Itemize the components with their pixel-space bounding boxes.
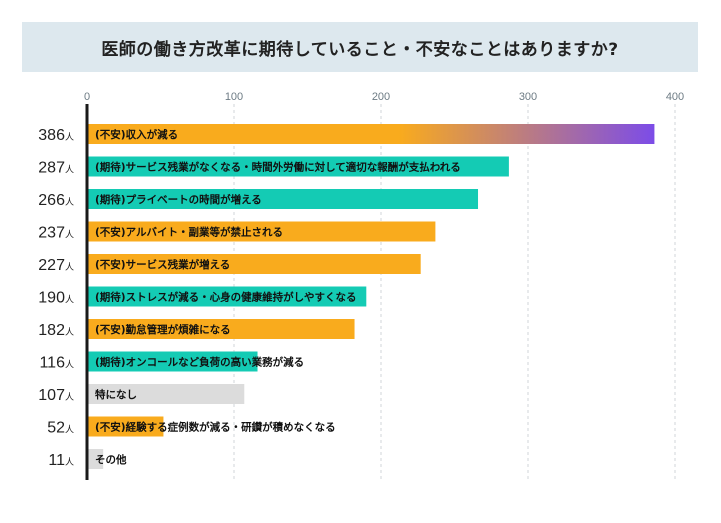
- bar-label: (期待)オンコールなど負荷の高い業務が減る: [95, 356, 304, 369]
- x-tick-label: 0: [84, 91, 90, 103]
- count-value: 52: [47, 420, 65, 437]
- count-label: 287人: [38, 160, 74, 177]
- count-value: 227: [38, 257, 65, 274]
- count-label: 182人: [38, 322, 74, 339]
- bar-label: (不安)アルバイト・副業等が禁止される: [95, 226, 283, 239]
- x-tick-label: 200: [372, 91, 390, 103]
- count-unit: 人: [65, 132, 74, 143]
- bar-label: (不安)経験する症例数が減る・研鑽が積めなくなる: [95, 421, 336, 434]
- count-label: 227人: [38, 257, 74, 274]
- count-value: 287: [38, 160, 65, 177]
- bar: [87, 416, 164, 437]
- bar-label: (期待)サービス残業がなくなる・時間外労働に対して適切な報酬が支払われる: [95, 161, 461, 174]
- bar-label: (不安)収入が減る: [95, 128, 178, 141]
- bar: [87, 449, 104, 469]
- count-label: 107人: [38, 387, 74, 404]
- count-value: 386: [38, 127, 65, 144]
- count-value: 107: [38, 387, 65, 404]
- x-tick-label: 400: [666, 91, 684, 103]
- bar: [87, 189, 479, 209]
- count-unit: 人: [65, 360, 74, 371]
- bar-label: (期待)ストレスが減る・心身の健康維持がしやすくなる: [95, 291, 357, 304]
- count-unit: 人: [65, 327, 74, 338]
- bar-label: (不安)サービス残業が増える: [95, 258, 230, 271]
- count-unit: 人: [65, 197, 74, 208]
- count-value: 237: [38, 225, 65, 242]
- count-label: 190人: [38, 290, 74, 307]
- count-value: 190: [38, 290, 65, 307]
- bar-label: (期待)プライベートの時間が増える: [95, 193, 262, 206]
- bar: [87, 124, 655, 144]
- count-unit: 人: [65, 392, 74, 403]
- bar: [87, 254, 421, 274]
- bar: [87, 221, 436, 242]
- bar: [87, 319, 355, 339]
- chart-title: 医師の働き方改革に期待していること・不安なことはありますか?: [101, 39, 619, 60]
- bar: [87, 384, 245, 404]
- count-label: 11人: [48, 452, 74, 469]
- count-label: 116人: [39, 355, 74, 372]
- count-label: 237人: [38, 225, 74, 242]
- count-label: 386人: [38, 127, 74, 144]
- count-unit: 人: [65, 165, 74, 176]
- count-unit: 人: [65, 262, 74, 273]
- count-value: 182: [38, 322, 65, 339]
- bar: [87, 351, 258, 372]
- count-label: 266人: [38, 192, 74, 209]
- bar-label: (不安)勤怠管理が煩雑になる: [95, 323, 231, 336]
- bar-label: その他: [95, 453, 127, 466]
- count-unit: 人: [65, 295, 74, 306]
- count-unit: 人: [65, 230, 74, 241]
- bar: [87, 156, 509, 177]
- bar: [87, 286, 367, 307]
- count-unit: 人: [65, 457, 74, 468]
- count-value: 11: [48, 452, 65, 469]
- title-banner: 医師の働き方改革に期待していること・不安なことはありますか?: [22, 22, 698, 72]
- count-label: 52人: [47, 420, 74, 437]
- x-tick-label: 300: [519, 91, 537, 103]
- x-tick-label: 100: [225, 91, 243, 103]
- count-unit: 人: [65, 425, 74, 436]
- bar-label: 特になし: [95, 388, 137, 401]
- count-value: 116: [39, 355, 65, 372]
- count-value: 266: [38, 192, 65, 209]
